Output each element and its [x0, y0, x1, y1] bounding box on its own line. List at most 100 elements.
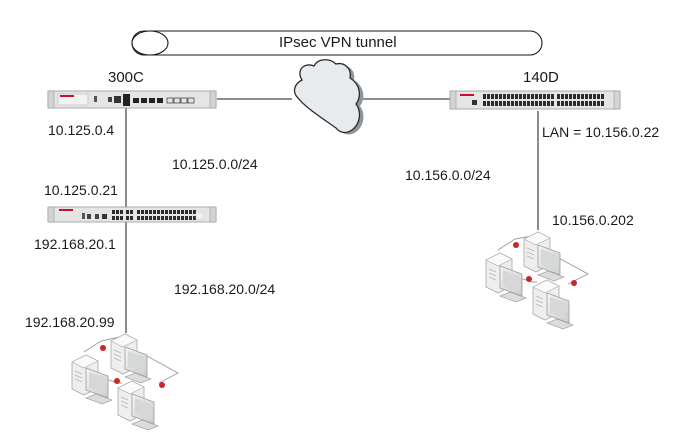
port: [507, 101, 510, 106]
port: [581, 101, 584, 106]
ip-host-right: 10.156.0.202: [552, 212, 634, 228]
port: [577, 94, 580, 99]
port: [181, 216, 184, 220]
port: [499, 94, 502, 99]
port: [531, 101, 534, 106]
port: [543, 94, 546, 99]
device-name-300c: 300C: [108, 69, 144, 86]
port: [161, 210, 164, 214]
port: [573, 101, 576, 106]
computer-group-icon: [485, 231, 589, 330]
rack-firewall-icon: [449, 90, 621, 110]
port: [177, 210, 180, 214]
port: [483, 94, 486, 99]
port: [120, 216, 123, 220]
port: [507, 94, 510, 99]
port: [491, 101, 494, 106]
port: [535, 101, 538, 106]
port: [141, 210, 144, 214]
port: [137, 210, 140, 214]
subnet-10-125: 10.125.0.0/24: [172, 156, 258, 172]
port: [585, 101, 588, 106]
port: [589, 101, 592, 106]
port: [185, 216, 188, 220]
ip-switch-downlink: 192.168.20.1: [34, 236, 116, 252]
port: [519, 101, 522, 106]
port: [130, 216, 133, 220]
port: [547, 101, 550, 106]
port: [153, 216, 156, 220]
port: [165, 210, 168, 214]
port: [126, 210, 129, 214]
port: [527, 101, 530, 106]
port: [593, 94, 596, 99]
port: [569, 94, 572, 99]
port: [185, 210, 188, 214]
vpn-tunnel-pipe-icon: [131, 30, 543, 56]
computer-group-icon: [71, 333, 179, 431]
port: [169, 210, 172, 214]
port: [161, 216, 164, 220]
port: [581, 94, 584, 99]
lan-140d: LAN = 10.156.0.22: [542, 124, 660, 140]
port: [173, 210, 176, 214]
port: [561, 101, 564, 106]
port: [543, 101, 546, 106]
port: [585, 94, 588, 99]
port: [539, 101, 542, 106]
port: [565, 101, 568, 106]
node-dot: [114, 378, 120, 384]
port: [531, 94, 534, 99]
port: [561, 94, 564, 99]
subnet-192-168-20: 192.168.20.0/24: [174, 281, 276, 297]
port: [193, 216, 196, 220]
port: [573, 94, 576, 99]
rack-switch-icon: [47, 206, 217, 223]
port: [511, 101, 514, 106]
port: [153, 210, 156, 214]
port: [601, 101, 604, 106]
port: [491, 94, 494, 99]
port: [519, 94, 522, 99]
port: [597, 101, 600, 106]
links: [125, 98, 539, 333]
ip-switch-uplink: 10.125.0.21: [44, 182, 118, 198]
port: [181, 210, 184, 214]
port: [569, 101, 572, 106]
device-name-140d: 140D: [523, 69, 559, 86]
port: [177, 216, 180, 220]
port: [515, 101, 518, 106]
port: [116, 210, 119, 214]
node-dot: [526, 276, 532, 282]
port: [601, 94, 604, 99]
port: [120, 210, 123, 214]
port: [503, 94, 506, 99]
port: [535, 94, 538, 99]
port: [487, 101, 490, 106]
port: [593, 101, 596, 106]
port: [112, 210, 115, 214]
port: [515, 94, 518, 99]
port: [169, 216, 172, 220]
port: [116, 216, 119, 220]
node-dot: [159, 382, 165, 388]
rack-firewall-icon: [47, 90, 217, 109]
port: [565, 94, 568, 99]
port: [145, 210, 148, 214]
port: [165, 216, 168, 220]
port: [189, 210, 192, 214]
port: [495, 101, 498, 106]
port: [551, 94, 554, 99]
port: [483, 101, 486, 106]
port: [551, 101, 554, 106]
port: [511, 94, 514, 99]
port: [527, 94, 530, 99]
port: [523, 101, 526, 106]
port: [557, 101, 560, 106]
port: [137, 216, 140, 220]
port: [577, 101, 580, 106]
port: [149, 216, 152, 220]
internet-cloud-icon: [293, 59, 364, 135]
port: [589, 94, 592, 99]
